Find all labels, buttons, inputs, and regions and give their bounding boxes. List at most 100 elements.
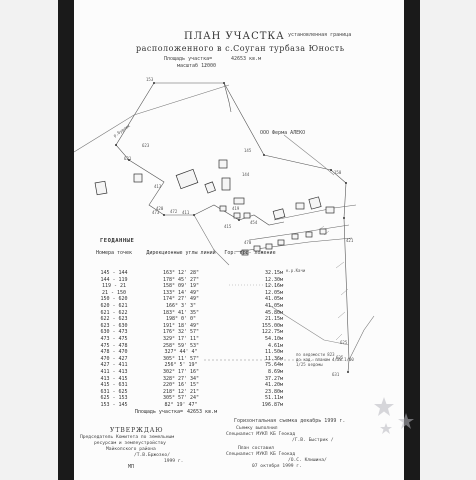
row-points: 21 - 150 — [101, 289, 127, 296]
row-angle: 174° 27' 49" — [162, 296, 200, 303]
row-distance: 8.69м — [267, 368, 283, 375]
table-row: 150 - 620 174° 27' 49" 41.05м — [83, 296, 291, 303]
approval-line5: 1999 г. — [164, 459, 184, 464]
approval-line4: /Т.В.Бржозко/ — [134, 453, 170, 458]
row-angle: 178° 45' 27" — [162, 276, 200, 283]
row-distance: 23.80м — [264, 388, 283, 395]
row-points: 470 - 427 — [100, 355, 128, 362]
table-row: 622 - 623 198° 0' 0" 21.15м — [83, 316, 291, 323]
point-label: 625 — [336, 355, 344, 360]
area-value: 42653 кв.м — [231, 56, 262, 62]
executor-line2: Специалист МУКП КБ Геокад — [226, 432, 296, 437]
row-points: 473 - 475 — [100, 335, 128, 342]
stamp-mark: МП — [128, 464, 135, 470]
point-label: 144 — [242, 172, 250, 177]
row-points: 150 - 620 — [100, 296, 128, 303]
executor-line3: /Г.В. Быстрик / — [292, 438, 334, 443]
table-row: 473 - 475 329° 17' 11" 54.10м — [83, 336, 291, 343]
boundary-east — [154, 82, 350, 373]
row-distance: 51.11м — [264, 395, 283, 402]
row-distance: 21.15м — [264, 316, 283, 323]
scale-value: 2000 — [204, 63, 217, 69]
geodata-table: Номера точек Дирекционные углы линий Гор… — [83, 250, 291, 416]
row-angle: 218° 12' 21" — [162, 388, 200, 395]
drafter-line3: /О.С. Клишина/ — [288, 458, 327, 463]
point-label: 420 — [156, 206, 164, 211]
row-points: 630 - 473 — [100, 329, 128, 336]
row-distance: 4.61м — [267, 342, 283, 349]
table-row: 470 - 427 305° 11' 57" 11.36м — [83, 356, 291, 363]
row-distance: 37.27м — [264, 375, 283, 382]
plot-map — [74, 82, 375, 373]
document-sheet: ПЛАН УЧАСТКА установленная граница распо… — [74, 0, 404, 480]
row-angle: 328° 27' 34" — [162, 375, 200, 382]
table-row: 153 - 145 82° 19' 47" 196.87м — [83, 402, 291, 409]
table-footer: Площадь участка= 42653 кв.м — [83, 409, 291, 416]
river-label: к.р.Качи — [286, 268, 306, 273]
approval-line3: Майкопского района — [106, 447, 156, 452]
row-angle: 163° 12' 28" — [162, 270, 200, 276]
row-distance: 32.15м — [264, 270, 283, 276]
row-angle: 305° 11' 57" — [162, 355, 200, 362]
row-points: 144 - 119 — [100, 276, 128, 283]
row-angle: 158° 09' 19" — [162, 283, 200, 290]
row-points: 625 - 153 — [100, 395, 128, 402]
row-distance: 45.80м — [264, 309, 283, 316]
point-label: 153 — [146, 77, 154, 82]
row-points: 620 - 621 — [100, 302, 128, 309]
row-distance: 41.05м — [264, 296, 283, 303]
row-points: 621 - 622 — [100, 309, 128, 316]
row-distance: 196.87м — [261, 401, 283, 408]
point-label: 150 — [334, 170, 342, 175]
row-distance: 11.36м — [264, 355, 283, 362]
document-title: ПЛАН УЧАСТКА — [184, 31, 285, 42]
geodata-title: ГЕОДАННЫЕ — [100, 238, 135, 244]
row-distance: 122.75м — [261, 329, 283, 336]
boundary-west — [115, 82, 285, 226]
table-header: Номера точек Дирекционные углы линий Гор… — [83, 250, 291, 270]
point-label: 145 — [244, 148, 252, 153]
row-angle: 258° 59' 53" — [162, 342, 200, 349]
row-points: 475 - 478 — [100, 342, 128, 349]
row-distance: 54.10м — [264, 335, 283, 342]
point-label: 473 — [152, 210, 160, 215]
row-angle: 220° 16' 15" — [162, 382, 200, 389]
row-angle: 82° 19' 47" — [164, 401, 198, 408]
row-distance: 41.05м — [264, 302, 283, 309]
row-angle: 133° 14' 49" — [162, 289, 200, 296]
point-label: 470 — [244, 240, 252, 245]
row-distance: 41.20м — [264, 382, 283, 389]
bottom-note-2: до кад. планам 4/38.1/00 — [296, 357, 354, 362]
point-label: 413 — [154, 184, 162, 189]
point-label: 621 — [124, 156, 132, 161]
row-angle: 198° 0' 0" — [165, 316, 197, 323]
bottom-note-1: по ведомости 823 — [296, 352, 335, 357]
header-angles: Дирекционные углы линий — [146, 250, 216, 256]
row-points: 153 - 145 — [100, 401, 128, 408]
row-angle: 329° 17' 11" — [162, 335, 200, 342]
point-label: 411 — [182, 210, 190, 215]
point-label: 631 — [332, 372, 340, 377]
drafter-line1: План составил — [238, 446, 274, 451]
table-row: 21 - 150 133° 14' 49" 12.05м — [83, 290, 291, 297]
row-angle: 256° 5' 19" — [164, 362, 198, 369]
row-points: 119 - 21 — [101, 283, 127, 290]
row-points: 622 - 623 — [100, 316, 128, 323]
row-points: 415 - 631 — [100, 382, 128, 389]
executor-line1: Съемку выполнил — [236, 426, 278, 431]
area-label: Площадь участка= — [164, 56, 213, 62]
row-distance: 12.05м — [264, 289, 283, 296]
scale-label: масштаб 1: — [177, 63, 208, 69]
footer-area-label: Площадь участка= — [134, 409, 183, 416]
